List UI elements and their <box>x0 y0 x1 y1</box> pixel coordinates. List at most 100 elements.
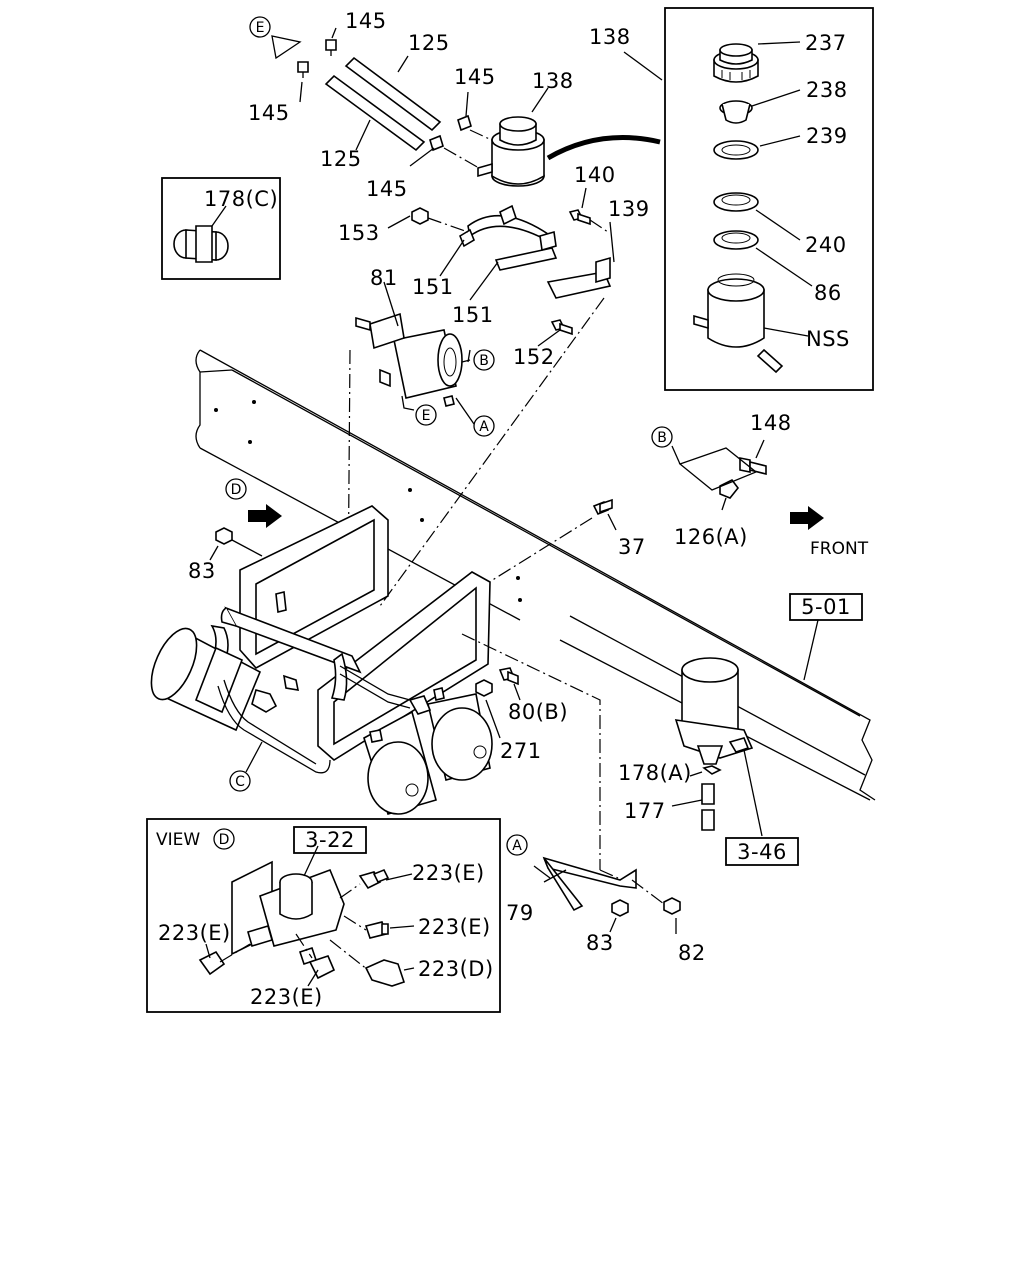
pipe-125-upper <box>344 56 442 132</box>
label-79: 79 <box>506 901 534 925</box>
front-arrow <box>790 506 824 530</box>
tube-177 <box>701 783 715 831</box>
label-240: 240 <box>805 233 847 257</box>
detail-box-clip-178c <box>161 177 281 280</box>
label-125-b: 125 <box>320 147 362 171</box>
svg-text:E: E <box>256 20 265 36</box>
label-239: 239 <box>806 124 848 148</box>
callout-e-unit: E <box>415 404 437 426</box>
ref-box-5-01 <box>789 593 863 621</box>
label-177: 177 <box>624 799 666 823</box>
ref-label-3-22: 3-22 <box>305 828 355 852</box>
label-178c: 178(C) <box>204 187 278 211</box>
label-153: 153 <box>338 221 380 245</box>
nut-271 <box>475 679 493 697</box>
unit-81 <box>355 312 463 407</box>
callout-a-unit: A <box>473 415 495 437</box>
clip-145-a <box>325 39 337 56</box>
relay-valve <box>231 860 345 966</box>
callout-d-view: D <box>213 828 235 850</box>
label-178a: 178(A) <box>618 761 692 785</box>
fitting-223d <box>364 959 406 987</box>
label-223e-4: 223(E) <box>250 985 323 1009</box>
label-83-a: 83 <box>188 559 216 583</box>
svg-text:C: C <box>235 774 245 790</box>
svg-text:B: B <box>479 353 489 369</box>
clip-145-c <box>457 114 472 132</box>
label-271: 271 <box>500 739 542 763</box>
clip-178a <box>702 765 722 775</box>
label-138-b: 138 <box>589 25 631 49</box>
reservoir-138 <box>477 116 545 187</box>
callout-b-unit: B <box>473 349 495 371</box>
ref-box-3-22 <box>293 826 367 854</box>
label-145-d: 145 <box>366 177 408 201</box>
bolt-80b <box>498 667 519 686</box>
svg-text:D: D <box>231 482 242 498</box>
bracket-79 <box>542 856 637 912</box>
callout-d-arrow: D <box>225 478 247 500</box>
callout-a-bracket: A <box>506 834 528 856</box>
callout-b-valve: B <box>651 426 673 448</box>
ref-label-5-01: 5-01 <box>801 595 851 619</box>
callout-e-top: E <box>249 16 271 38</box>
packing-239 <box>713 140 759 160</box>
label-82: 82 <box>678 941 706 965</box>
label-223e-3: 223(E) <box>158 921 231 945</box>
mounting-bracket-assembly <box>210 505 491 761</box>
label-145-a: 145 <box>345 9 387 33</box>
air-tank-right-2 <box>427 693 493 781</box>
label-138-a: 138 <box>532 69 574 93</box>
detail-box-reservoir <box>664 7 874 391</box>
packing-240 <box>713 192 759 212</box>
label-80b: 80(B) <box>508 700 568 724</box>
label-151-b: 151 <box>452 303 494 327</box>
label-152: 152 <box>513 345 555 369</box>
label-83-b: 83 <box>586 931 614 955</box>
ring-86 <box>713 230 759 250</box>
label-125-a: 125 <box>408 31 450 55</box>
ref-box-3-46 <box>725 837 799 866</box>
svg-text:B: B <box>657 430 667 446</box>
svg-text:A: A <box>512 838 522 854</box>
label-front: FRONT <box>810 539 869 559</box>
label-view: VIEW <box>156 830 200 850</box>
bolt-37 <box>592 498 613 516</box>
clip-145-d <box>429 134 444 152</box>
label-nss: NSS <box>806 327 850 351</box>
clip-145-b <box>297 61 309 78</box>
cap-237 <box>713 43 759 83</box>
label-86: 86 <box>814 281 842 305</box>
label-223e-2: 223(E) <box>418 915 491 939</box>
label-126a: 126(A) <box>674 525 748 549</box>
bracket-139 <box>546 256 612 299</box>
label-145-c: 145 <box>454 65 496 89</box>
fitting-223e-c <box>198 950 226 976</box>
clip-178c <box>173 225 229 263</box>
label-140: 140 <box>574 163 616 187</box>
body-nss <box>693 273 784 374</box>
label-223d: 223(D) <box>418 957 494 981</box>
svg-text:E: E <box>422 408 431 424</box>
view-d-detail-box <box>146 818 501 1013</box>
label-37: 37 <box>618 535 646 559</box>
bolt-140 <box>568 209 591 226</box>
nut-83b <box>611 899 629 917</box>
label-145-b: 145 <box>248 101 290 125</box>
label-238: 238 <box>806 78 848 102</box>
band-151 <box>459 204 552 248</box>
fitting-223e-b <box>364 921 389 939</box>
label-223e-1: 223(E) <box>412 861 485 885</box>
label-81: 81 <box>370 266 398 290</box>
bolt-152 <box>550 319 573 336</box>
svg-text:D: D <box>219 832 230 848</box>
label-139: 139 <box>608 197 650 221</box>
ref-label-3-46: 3-46 <box>737 840 787 864</box>
nut-82 <box>663 897 681 915</box>
bracket-151 <box>494 230 558 271</box>
callout-c-tank: C <box>229 770 251 792</box>
svg-text:A: A <box>479 419 489 435</box>
nut-83a <box>215 527 233 545</box>
view-d-arrow <box>248 504 282 528</box>
